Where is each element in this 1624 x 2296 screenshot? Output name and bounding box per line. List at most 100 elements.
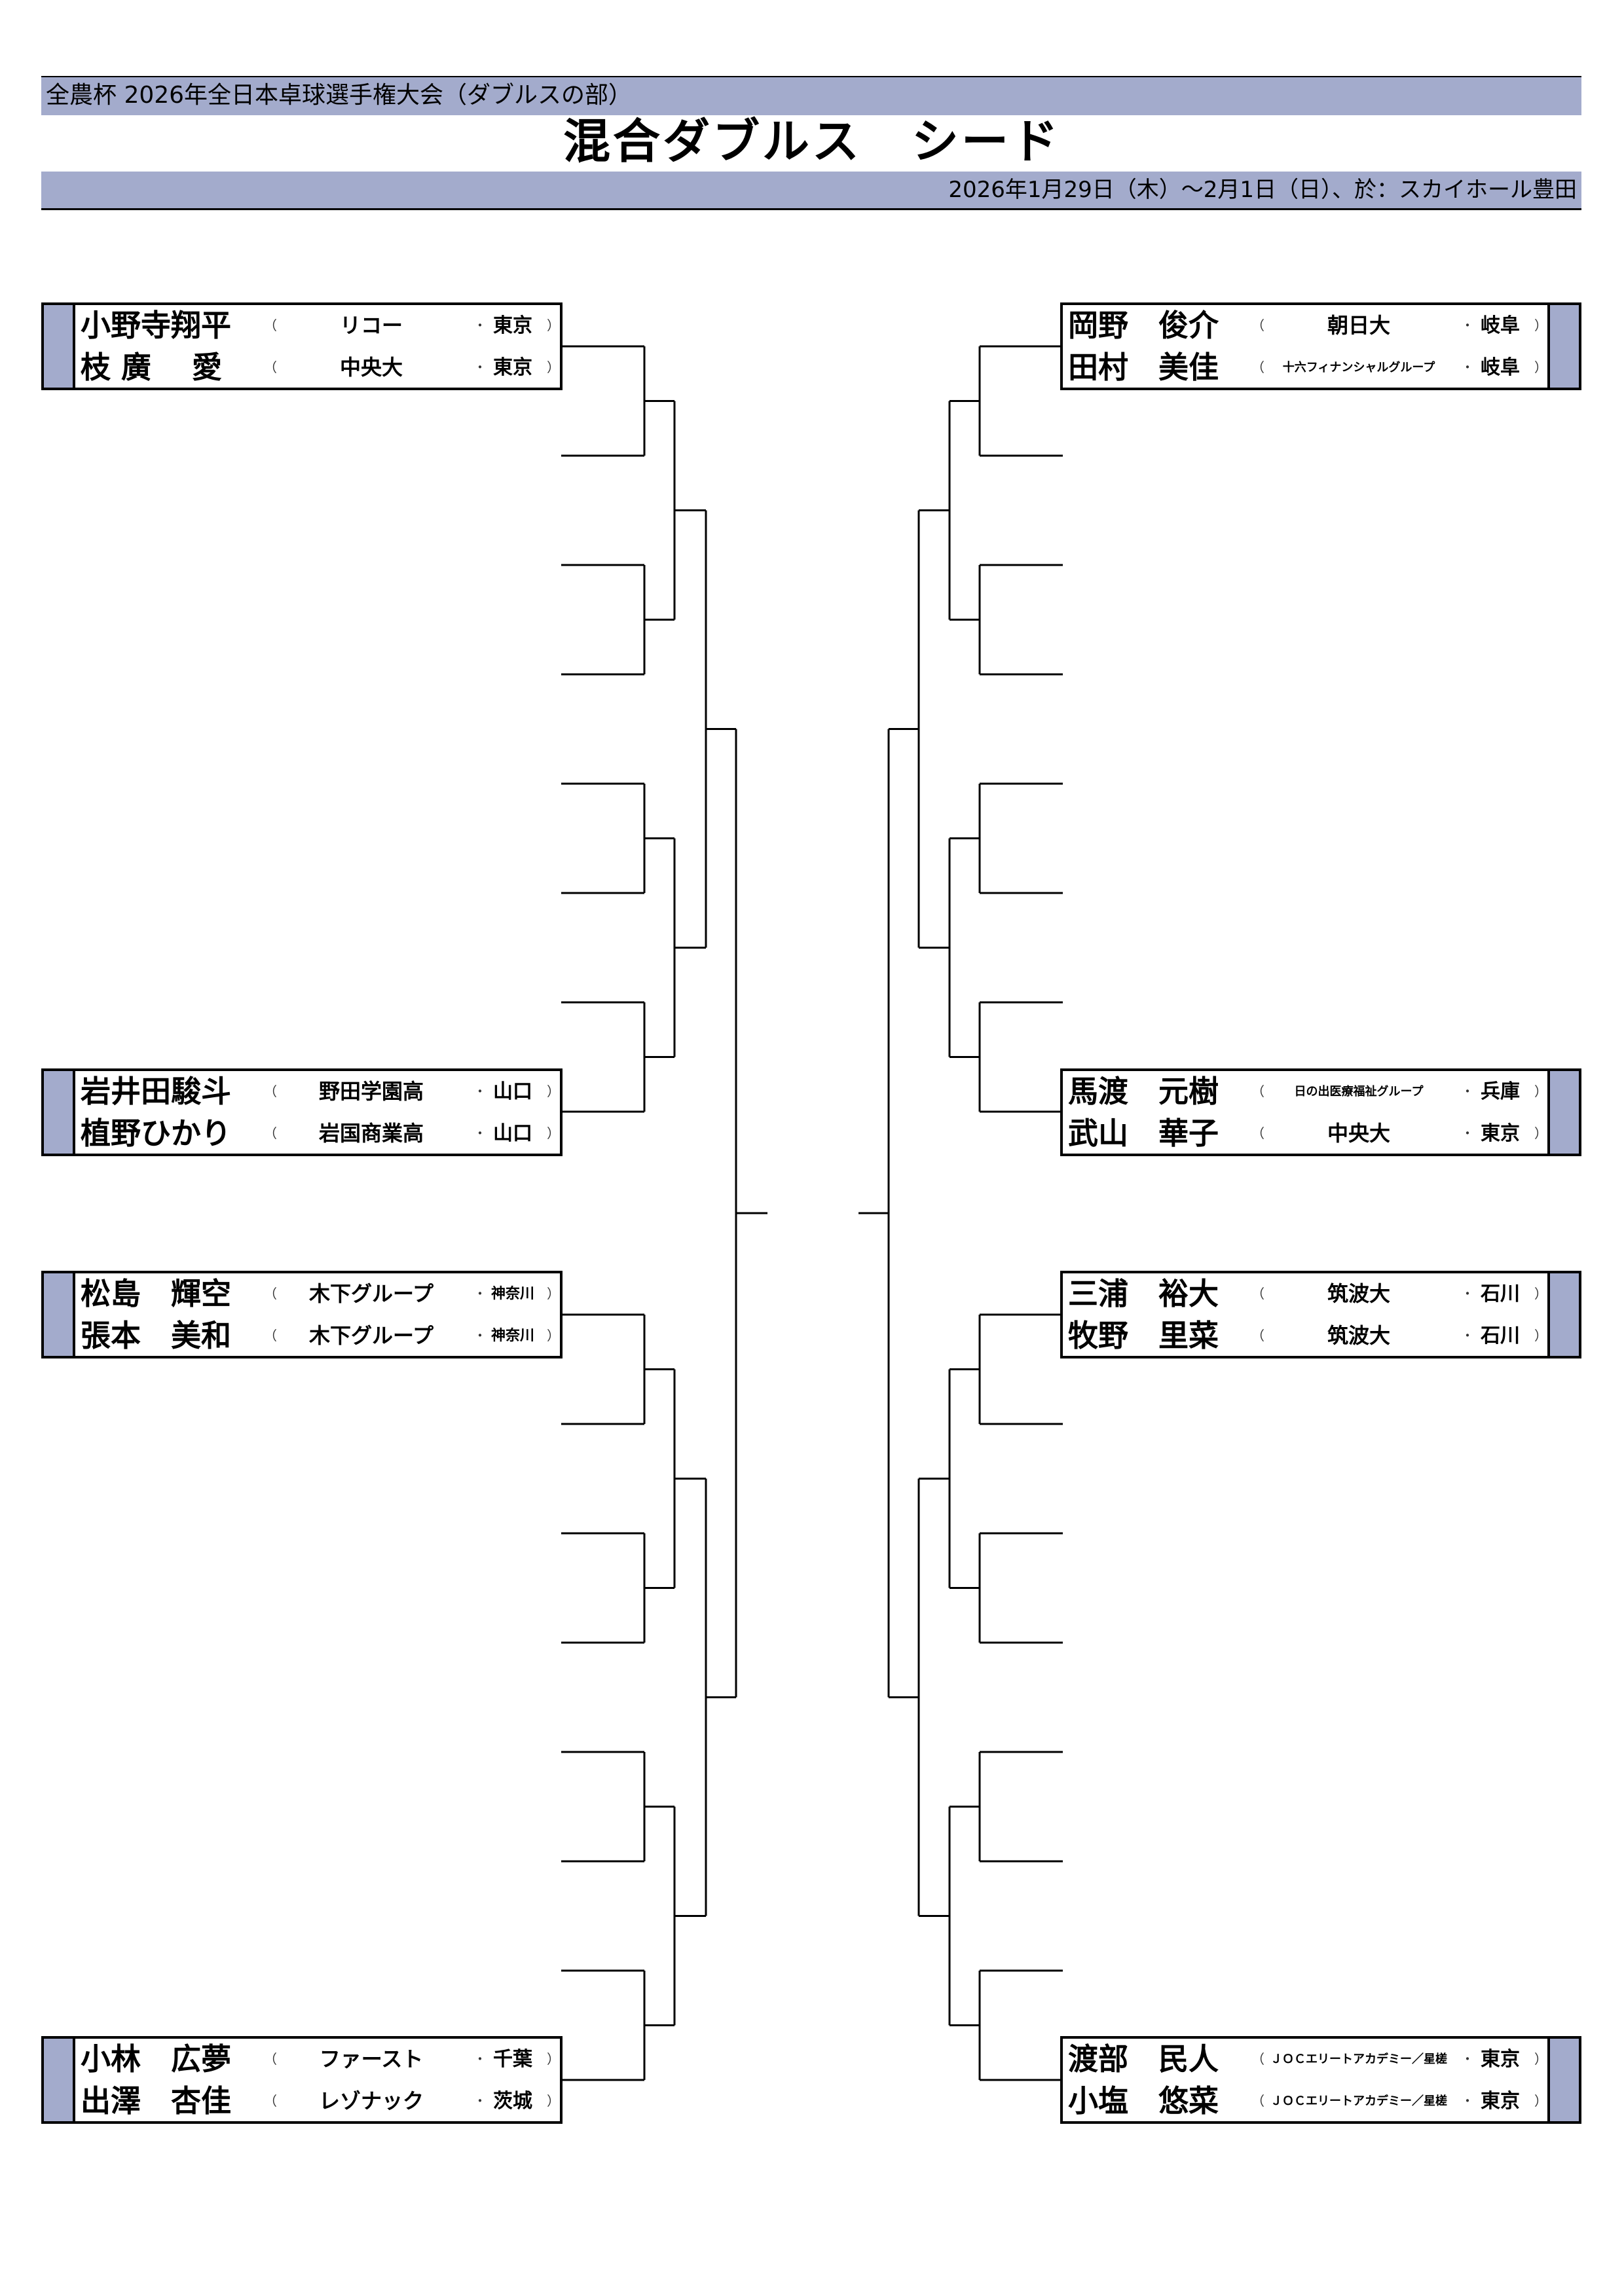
paren-open: （	[264, 2093, 277, 2109]
player-team: ＪＯＣエリートアカデミー／星槎	[1270, 2052, 1447, 2066]
player-team: 朝日大	[1327, 313, 1390, 338]
player-row: 小林 広夢 （ ファースト ・ 千葉 ）	[75, 2039, 560, 2080]
seed-card-right-1: 岡野 俊介 （ 朝日大 ・ 岐阜 ） 田村 美佳 （ 十六フィナンシャルグループ…	[1060, 302, 1581, 390]
player-team: 中央大	[1327, 1121, 1390, 1146]
player-team: 中央大	[339, 355, 403, 380]
player-prefecture: 岐阜	[1481, 356, 1520, 379]
paren-close: ）	[547, 359, 560, 375]
paren-close: ）	[547, 2051, 560, 2067]
separator-dot: ・	[473, 2051, 487, 2067]
separator-dot: ・	[1461, 2093, 1474, 2109]
paren-open: （	[1251, 2093, 1264, 2109]
player-name: 小塩 悠菜	[1068, 2083, 1219, 2119]
seed-strip	[1547, 2039, 1579, 2121]
paren-open: （	[1251, 1328, 1264, 1343]
paren-close: ）	[1534, 359, 1547, 375]
player-prefecture: 石川	[1481, 1324, 1520, 1347]
player-name: 小林 広夢	[81, 2041, 231, 2077]
tournament-name: 全農杯 2026年全日本卓球選手権大会（ダブルスの部）	[46, 82, 633, 109]
player-row: 三浦 裕大 （ 筑波大 ・ 石川 ）	[1063, 1273, 1547, 1315]
player-prefecture: 東京	[1481, 1122, 1520, 1145]
seed-card-left-2: 岩井田駿斗 （ 野田学園高 ・ 山口 ） 植野ひかり （ 岩国商業高 ・ 山口 …	[41, 1068, 563, 1156]
separator-dot: ・	[1461, 1286, 1474, 1302]
paren-open: （	[1251, 359, 1264, 375]
paren-open: （	[264, 1286, 277, 1302]
seed-card-left-3: 松島 輝空 （ 木下グループ ・ 神奈川 ） 張本 美和 （ 木下グループ ・ …	[41, 1271, 563, 1358]
seed-strip	[44, 1071, 75, 1154]
player-prefecture: 山口	[493, 1080, 532, 1103]
separator-dot: ・	[1461, 1084, 1474, 1099]
player-team: 野田学園高	[318, 1079, 424, 1104]
seed-strip	[1547, 1273, 1579, 1356]
paren-close: ）	[1534, 1286, 1547, 1302]
paren-open: （	[264, 1328, 277, 1343]
player-row: 武山 華子 （ 中央大 ・ 東京 ）	[1063, 1113, 1547, 1154]
separator-dot: ・	[473, 1084, 487, 1099]
player-team: レゾナック	[318, 2088, 424, 2113]
player-prefecture: 千葉	[493, 2048, 532, 2071]
paren-close: ）	[547, 1125, 560, 1141]
separator-dot: ・	[473, 1286, 487, 1302]
player-name: 松島 輝空	[81, 1276, 231, 1311]
separator-dot: ・	[473, 1328, 487, 1343]
paren-open: （	[1251, 2051, 1264, 2067]
separator-dot: ・	[1461, 1328, 1474, 1343]
player-name: 植野ひかり	[81, 1116, 231, 1151]
player-name: 張本 美和	[81, 1318, 231, 1353]
player-row: 田村 美佳 （ 十六フィナンシャルグループ ・ 岐阜 ）	[1063, 347, 1547, 388]
player-prefecture: 東京	[493, 356, 532, 379]
seed-strip	[44, 1273, 75, 1356]
header-band	[41, 77, 1581, 115]
player-prefecture: 茨城	[493, 2090, 532, 2113]
paren-open: （	[264, 1084, 277, 1099]
player-row: 出澤 杏佳 （ レゾナック ・ 茨城 ）	[75, 2081, 560, 2122]
paren-open: （	[1251, 1286, 1264, 1302]
paren-open: （	[1251, 1084, 1264, 1099]
separator-dot: ・	[1461, 2051, 1474, 2067]
player-prefecture: 神奈川	[490, 1328, 534, 1344]
player-team: 筑波大	[1327, 1281, 1390, 1306]
player-prefecture: 神奈川	[490, 1286, 534, 1302]
player-prefecture: 山口	[493, 1122, 532, 1145]
player-team: 木下グループ	[308, 1323, 434, 1348]
paren-close: ）	[547, 1286, 560, 1302]
separator-dot: ・	[1461, 359, 1474, 375]
paren-close: ）	[1534, 2093, 1547, 2109]
paren-open: （	[1251, 318, 1264, 333]
player-team: 筑波大	[1327, 1323, 1390, 1348]
paren-open: （	[264, 359, 277, 375]
player-prefecture: 東京	[1481, 2048, 1520, 2071]
player-name: 小野寺翔平	[81, 308, 231, 343]
player-name: 渡部 民人	[1068, 2041, 1219, 2077]
separator-dot: ・	[1461, 1125, 1474, 1141]
seed-card-right-4: 渡部 民人 （ ＪＯＣエリートアカデミー／星槎 ・ 東京 ） 小塩 悠菜 （ Ｊ…	[1060, 2036, 1581, 2124]
player-row: 岩井田駿斗 （ 野田学園高 ・ 山口 ）	[75, 1071, 560, 1112]
player-prefecture: 石川	[1481, 1283, 1520, 1305]
player-row: 松島 輝空 （ 木下グループ ・ 神奈川 ）	[75, 1273, 560, 1315]
player-row: 張本 美和 （ 木下グループ ・ 神奈川 ）	[75, 1315, 560, 1357]
player-row: 枝 廣 愛 （ 中央大 ・ 東京 ）	[75, 347, 560, 388]
seed-strip	[44, 2039, 75, 2121]
player-name: 牧野 里菜	[1068, 1318, 1219, 1353]
player-row: 渡部 民人 （ ＪＯＣエリートアカデミー／星槎 ・ 東京 ）	[1063, 2039, 1547, 2080]
player-team: 岩国商業高	[318, 1121, 424, 1146]
player-prefecture: 兵庫	[1481, 1080, 1520, 1103]
player-name: 馬渡 元樹	[1068, 1074, 1219, 1109]
player-team: 日の出医療福祉グループ	[1294, 1085, 1424, 1099]
seed-card-left-4: 小林 広夢 （ ファースト ・ 千葉 ） 出澤 杏佳 （ レゾナック ・ 茨城 …	[41, 2036, 563, 2124]
player-row: 小塩 悠菜 （ ＪＯＣエリートアカデミー／星槎 ・ 東京 ）	[1063, 2081, 1547, 2122]
paren-close: ）	[1534, 1084, 1547, 1099]
separator-dot: ・	[473, 318, 487, 333]
player-name: 出澤 杏佳	[81, 2083, 231, 2119]
paren-open: （	[264, 2051, 277, 2067]
seed-strip	[1547, 1071, 1579, 1154]
player-name: 武山 華子	[1068, 1116, 1219, 1151]
paren-close: ）	[1534, 2051, 1547, 2067]
separator-dot: ・	[1461, 318, 1474, 333]
player-name: 岡野 俊介	[1068, 308, 1219, 343]
player-row: 馬渡 元樹 （ 日の出医療福祉グループ ・ 兵庫 ）	[1063, 1071, 1547, 1112]
date-band	[41, 172, 1581, 210]
seed-card-left-1: 小野寺翔平 （ リコー ・ 東京 ） 枝 廣 愛 （ 中央大 ・ 東京 ）	[41, 302, 563, 390]
separator-dot: ・	[473, 359, 487, 375]
